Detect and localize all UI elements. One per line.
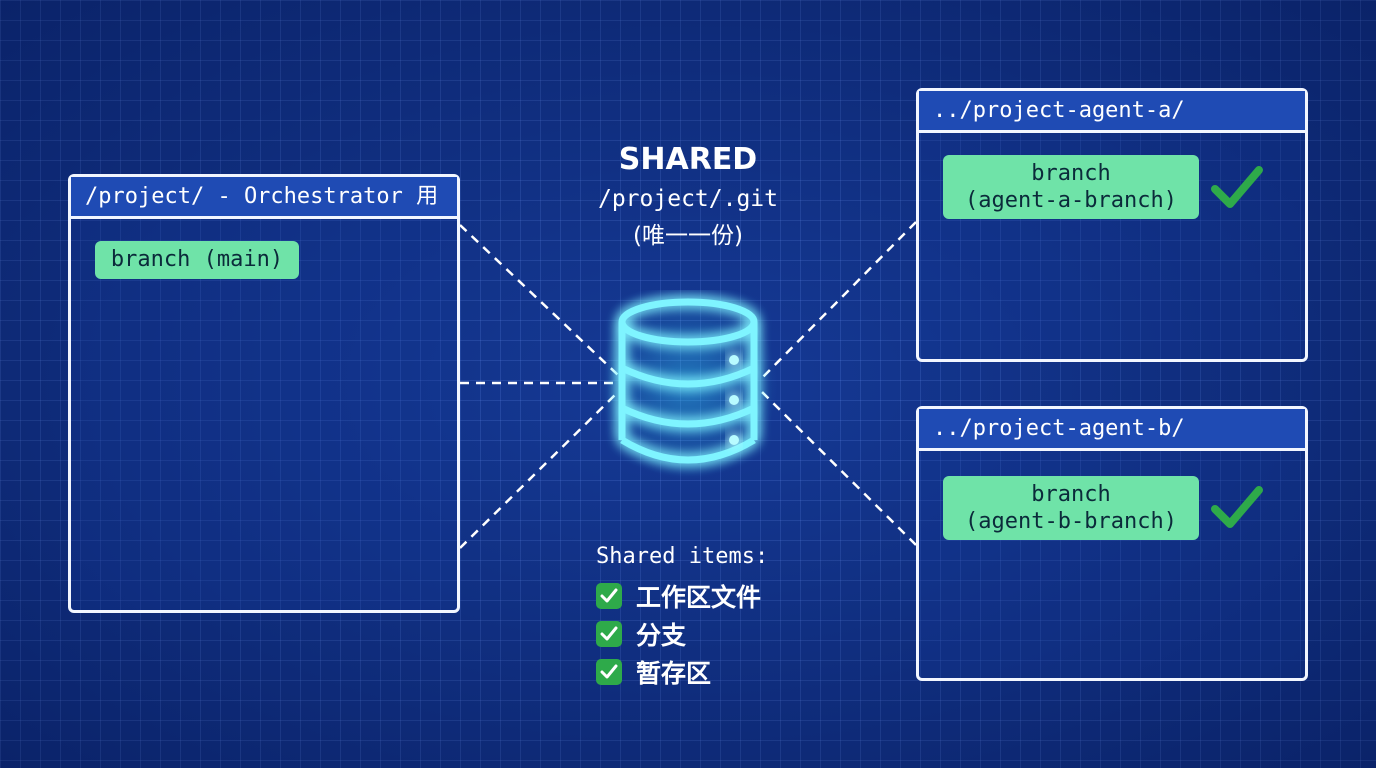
shared-item-label: 工作区文件 <box>636 583 762 612</box>
list-item: 暂存区 <box>596 653 768 691</box>
agent-a-branch-line2: (agent-a-branch) <box>965 188 1177 213</box>
shared-git-path: /project/.git <box>597 186 778 212</box>
agent-b-branch-line2: (agent-b-branch) <box>965 509 1177 534</box>
check-box-icon <box>596 659 622 685</box>
database-icon <box>598 290 778 480</box>
agent-b-header: ../project-agent-b/ <box>919 409 1305 451</box>
shared-note: (唯一一份) <box>633 223 743 249</box>
list-item: 工作区文件 <box>596 577 768 615</box>
agent-a-panel: ../project-agent-a/ branch (agent-a-bran… <box>916 88 1308 362</box>
shared-item-label: 暂存区 <box>636 659 712 688</box>
line-agent-a <box>761 221 917 379</box>
shared-items-title: Shared items: <box>596 544 769 569</box>
shared-items-list: Shared items: 工作区文件 分支 暂存区 <box>596 544 768 691</box>
agent-a-branch-line1: branch <box>1031 161 1111 186</box>
agent-a-header: ../project-agent-a/ <box>919 91 1305 133</box>
agent-b-branch-badge: branch (agent-b-branch) <box>943 476 1199 540</box>
orchestrator-header: /project/ - Orchestrator 用 <box>71 177 457 219</box>
agent-b-panel: ../project-agent-b/ branch (agent-b-bran… <box>916 406 1308 681</box>
agent-a-branch-badge: branch (agent-a-branch) <box>943 155 1199 219</box>
check-icon <box>1211 166 1263 208</box>
agent-b-branch-line1: branch <box>1031 482 1111 507</box>
shared-item-label: 分支 <box>636 621 687 650</box>
orchestrator-panel: /project/ - Orchestrator 用 branch (main) <box>68 174 460 613</box>
check-box-icon <box>596 583 622 609</box>
check-box-icon <box>596 621 622 647</box>
orchestrator-branch-label: branch (main) <box>110 247 284 272</box>
line-agent-b <box>761 391 917 546</box>
shared-title: SHARED <box>618 142 758 177</box>
check-icon <box>1211 486 1263 528</box>
line-orch-bottom <box>459 391 619 549</box>
line-orch-top <box>459 224 619 376</box>
list-item: 分支 <box>596 615 768 653</box>
orchestrator-branch-badge: branch (main) <box>95 241 299 279</box>
